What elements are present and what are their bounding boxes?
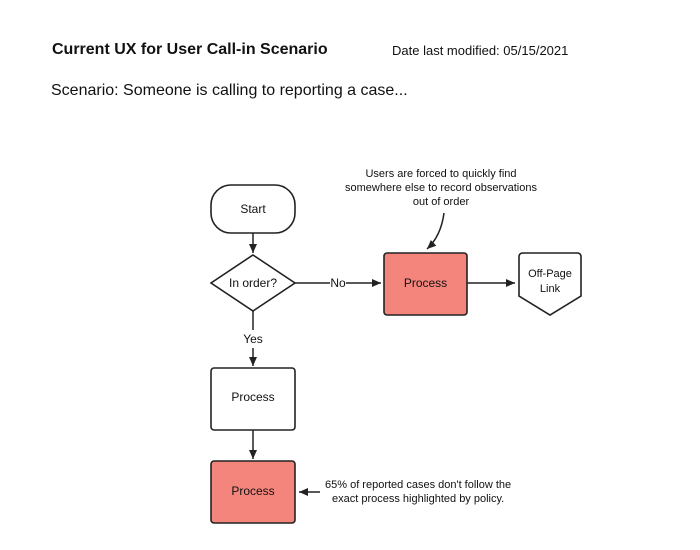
scenario-description: Scenario: Someone is calling to reportin… <box>51 82 408 99</box>
offpage-label-line2: Link <box>540 283 561 295</box>
date-last-modified: Date last modified: 05/15/2021 <box>392 43 568 58</box>
start-label: Start <box>240 202 266 216</box>
note-top-line1: Users are forced to quickly find <box>365 168 516 180</box>
decision-label: In order? <box>229 276 277 290</box>
date-label: Date last modified: <box>392 43 500 58</box>
process-node-highlighted-bottom <box>210 460 296 524</box>
process-node-highlighted-top <box>383 252 468 316</box>
offpage-link-node <box>518 252 582 316</box>
branch-no-label: No <box>330 276 346 290</box>
note-bottom-line1: 65% of reported cases don't follow the <box>325 479 511 491</box>
note-top-line2: somewhere else to record observations <box>345 182 537 194</box>
note-top-pointer <box>426 212 445 250</box>
date-value: 05/15/2021 <box>503 43 569 58</box>
offpage-label-line1: Off-Page <box>528 268 572 280</box>
note-bottom-line2: exact process highlighted by policy. <box>332 493 504 505</box>
process-top-label: Process <box>404 276 447 290</box>
process-middle-label: Process <box>231 390 274 404</box>
process-bottom-label: Process <box>231 484 274 498</box>
note-top-line3: out of order <box>413 196 470 208</box>
document-title: Current UX for User Call-in Scenario <box>52 41 328 58</box>
branch-yes-label: Yes <box>243 332 263 346</box>
